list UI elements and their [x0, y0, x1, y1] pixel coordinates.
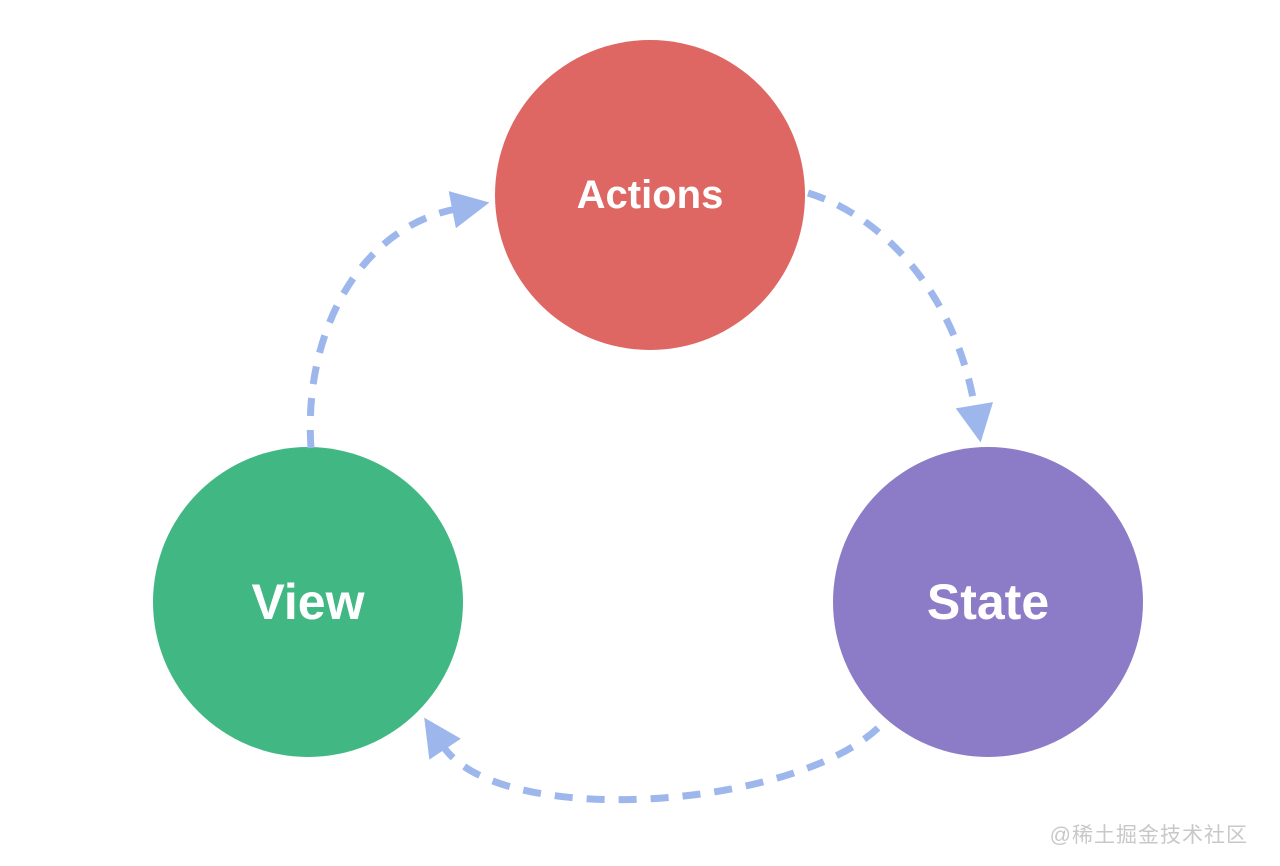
- node-state: State: [833, 447, 1143, 757]
- node-actions: Actions: [495, 40, 805, 350]
- node-view: View: [153, 447, 463, 757]
- arrow-actions-to-state: [806, 189, 994, 443]
- arrow-state-to-view: [424, 717, 881, 804]
- node-view-label: View: [251, 574, 365, 630]
- arrow-view-to-actions: [306, 191, 490, 449]
- watermark: @稀土掘金技术社区: [1049, 824, 1248, 847]
- node-actions-label: Actions: [576, 173, 724, 217]
- node-state-label: State: [926, 574, 1050, 630]
